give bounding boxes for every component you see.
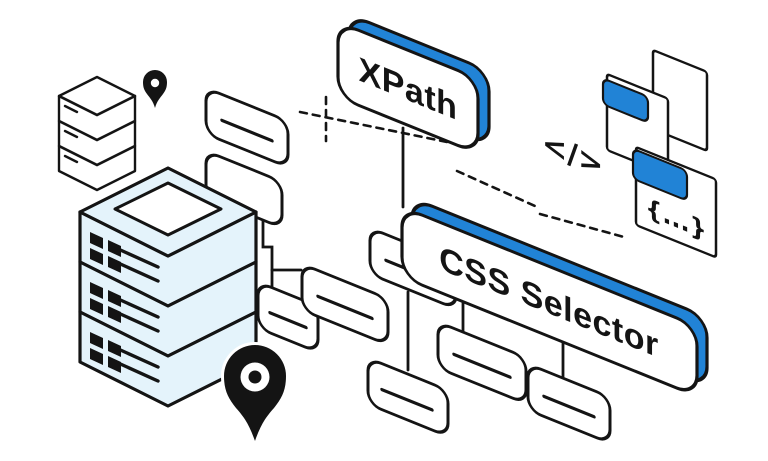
server-unit-details [90, 232, 160, 283]
location-pin-icon-small [143, 70, 167, 108]
dashed-connectors [298, 95, 626, 239]
connector-line [261, 215, 274, 302]
tree-card [436, 324, 528, 401]
tree-connectors [261, 126, 565, 382]
document-card-middle [601, 73, 670, 176]
wireframe-server-icon [57, 75, 137, 192]
server-pad [113, 181, 223, 237]
server-unit-details [90, 282, 160, 333]
document-card-front: {...} [631, 146, 718, 258]
dashed-connector [455, 169, 537, 208]
tree-card [526, 366, 612, 441]
dashed-connector [538, 212, 626, 239]
server-unit-details [90, 332, 160, 383]
code-icon: </> [542, 125, 603, 184]
document-card-highlight [601, 79, 650, 122]
css-selector-badge: CSS Selector [400, 202, 709, 392]
location-pin-icon-large [220, 342, 290, 451]
server-stack [78, 166, 258, 408]
tree-card [366, 360, 450, 434]
document-card-highlight [631, 149, 689, 200]
xpath-badge: XPath [336, 19, 491, 149]
tree-card [300, 266, 390, 343]
tree-card [204, 90, 290, 165]
svg-text:</>: </> [542, 125, 603, 184]
